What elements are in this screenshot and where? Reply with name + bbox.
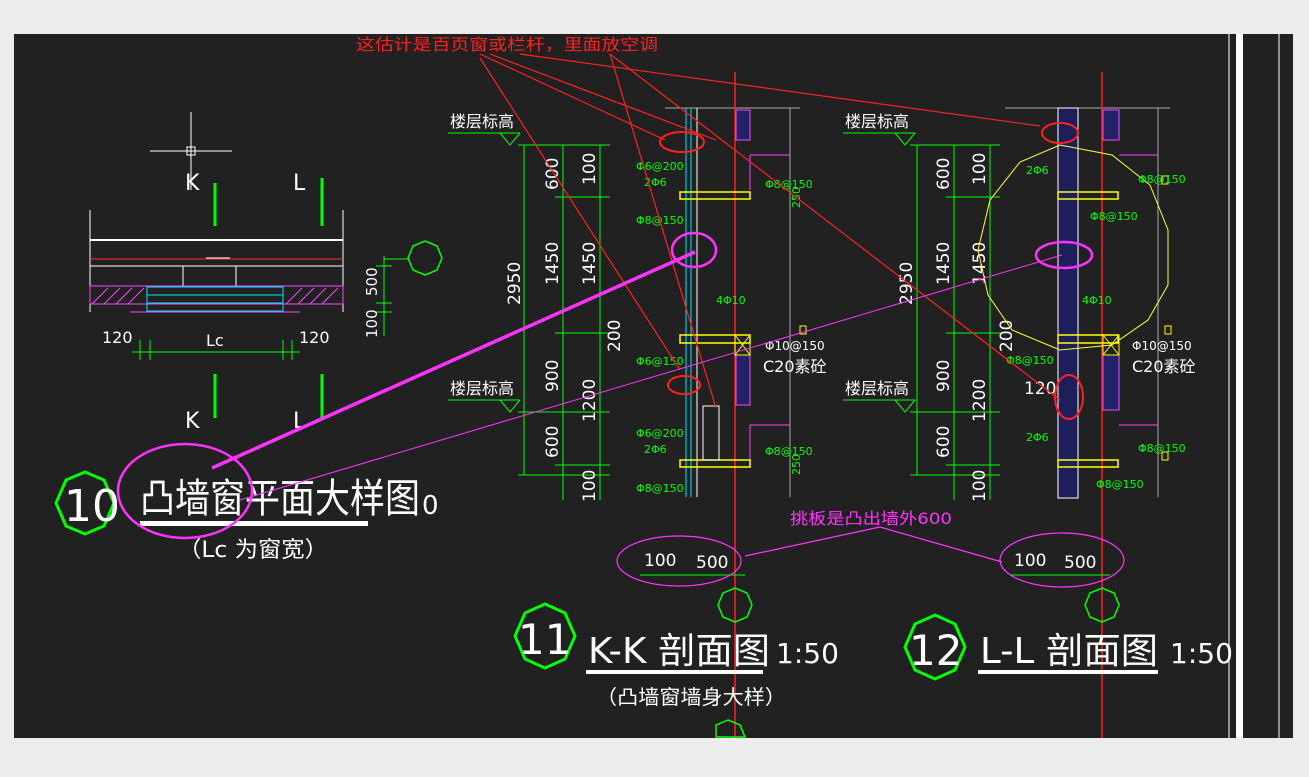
- detail-11-subtitle: （凸墙窗墙身大样）: [596, 685, 786, 709]
- kk-rebar-bot-1: Φ6@200: [636, 427, 684, 440]
- detail-10-plan: K L K L: [54, 112, 443, 563]
- kk-dim-inner-5: 100: [580, 470, 600, 502]
- kk-dim-inner-4: 1200: [580, 379, 600, 422]
- markup-ellipse-ll-bottom: [999, 532, 1125, 588]
- ll-floor-level-label-1: 楼层标高: [845, 112, 909, 131]
- kk-bottom-dim-100: 100: [644, 551, 676, 571]
- kk-dim-outer-2: 1450: [543, 242, 563, 285]
- kk-rebar-mid-2: Φ10@150: [765, 339, 825, 353]
- ll-rebar-bot-3: Φ8@150: [1138, 442, 1186, 455]
- cad-drawing-canvas: K L K L: [14, 34, 1293, 740]
- plan-dim-right: 120: [299, 328, 330, 347]
- kk-axis-bubble-icon: [717, 587, 753, 623]
- markup-ellipse-ll-mid: [1034, 240, 1094, 270]
- ll-dim-outer-2: 1450: [934, 242, 954, 285]
- ll-bottom-dim-100: 100: [1014, 551, 1046, 571]
- detail-12-scale: 1:50: [1170, 637, 1233, 670]
- kk-bottom-dim-500: 500: [696, 553, 728, 573]
- kk-dim-inner-2: 1450: [580, 242, 600, 285]
- ll-dim-inner-1: 100: [970, 153, 990, 185]
- axis-k-bottom: K: [185, 409, 200, 434]
- ll-rebar-mid-3: Φ8@150: [1006, 354, 1054, 367]
- crosshair-cursor-icon: [150, 112, 232, 190]
- ll-dim-outer-4: 600: [934, 426, 954, 458]
- detail-12-number: 12: [909, 626, 962, 675]
- red-markup: [479, 53, 1084, 420]
- detail-10-number: 10: [64, 481, 120, 532]
- detail-11-scale: 1:50: [776, 637, 839, 670]
- ll-dim-outer-1: 600: [934, 158, 954, 190]
- ll-dim-inner-2: 1450: [970, 242, 990, 285]
- axis-l-top: L: [293, 171, 306, 196]
- ll-concrete: C20素砼: [1132, 357, 1196, 376]
- kk-concrete: C20素砼: [763, 357, 827, 376]
- detail-11-section: 楼层标高 楼层标高 2950 600 1450 900 600 100 1450…: [448, 72, 839, 740]
- detail-11-title: K-K 剖面图: [588, 631, 770, 672]
- plan-dim-lc: Lc: [206, 331, 224, 350]
- kk-dim-outer-3: 900: [543, 360, 563, 392]
- cad-drawing: K L K L: [54, 34, 1280, 740]
- markup-circle-1: [659, 131, 705, 153]
- markup-circle-4: [1054, 374, 1084, 420]
- ll-axis-bubble-icon: [1084, 587, 1120, 623]
- kk-dim-total: 2950: [505, 262, 525, 305]
- ll-rebar-bot-2: 2Φ6: [1026, 431, 1049, 444]
- top-note: 这估计是百页窗或栏杆，里面放空调: [356, 35, 658, 54]
- plan-dim-100: 100: [363, 309, 381, 338]
- plan-dim-500: 500: [363, 267, 381, 296]
- kk-rebar-top-1: Φ6@200: [636, 160, 684, 173]
- ll-dim-total: 2950: [897, 262, 917, 305]
- ll-bottom-dim-500: 500: [1064, 553, 1096, 573]
- detail-10-subtitle: （Lc 为窗宽）: [178, 538, 328, 563]
- axis-k-top: K: [185, 171, 200, 196]
- detail-10-badge-icon: [54, 470, 116, 536]
- detail-11-badge-icon: [513, 602, 577, 670]
- ll-rebar-top-4: Φ8@150: [1090, 210, 1138, 223]
- detail-11-number: 11: [518, 615, 571, 664]
- ll-dim-120: 120: [1024, 379, 1056, 399]
- kk-rebar-mid-1: 4Φ10: [716, 294, 746, 307]
- kk-dim-250-bot: 250: [790, 454, 803, 475]
- markup-ellipse-kk-bottom: [616, 535, 742, 587]
- kk-rebar-bot-4: Φ8@150: [636, 482, 684, 495]
- overhang-note: 挑板是凸出墙外600: [790, 509, 952, 528]
- markup-circle-3: [667, 375, 701, 395]
- ll-rebar-mid-1: 4Φ10: [1082, 294, 1112, 307]
- kk-axis-bubble-bottom-icon: [715, 719, 747, 738]
- detail-12-title: L-L 剖面图: [980, 631, 1158, 672]
- floor-level-label-2: 楼层标高: [450, 379, 514, 398]
- ll-rebar-top-2: 2Φ6: [1026, 164, 1049, 177]
- markup-circle-2: [1041, 122, 1079, 144]
- kk-dim-outer-1: 600: [543, 158, 563, 190]
- plan-dim-left: 120: [102, 328, 133, 347]
- floor-level-label-1: 楼层标高: [450, 112, 514, 131]
- markup-ellipse-kk-mid: [670, 231, 718, 269]
- ll-dim-outer-3: 900: [934, 360, 954, 392]
- kk-rebar-mid-3: Φ6@150: [636, 355, 684, 368]
- wall-hatch: [91, 287, 339, 305]
- kk-dim-inner-3: 200: [605, 320, 625, 352]
- ll-dim-inner-5: 100: [970, 470, 990, 502]
- ll-dim-inner-4: 1200: [970, 379, 990, 422]
- kk-rebar-bot-2: 2Φ6: [644, 443, 667, 456]
- revision-cloud-icon: [977, 144, 1169, 351]
- kk-dim-outer-4: 600: [543, 426, 563, 458]
- detail-12-section: 楼层标高 楼层标高 2950 600 1450 900 600 100 1450…: [843, 72, 1233, 740]
- ll-rebar-bot-4: Φ8@150: [1096, 478, 1144, 491]
- detail-10-title-suffix: 0: [422, 491, 439, 521]
- viewport-border: [1228, 34, 1280, 738]
- ll-rebar-top-3: Φ8@150: [1138, 173, 1186, 186]
- ll-dim-inner-3: 200: [997, 320, 1017, 352]
- ll-floor-level-label-2: 楼层标高: [845, 379, 909, 398]
- magenta-markup: [116, 231, 1125, 588]
- markup-ellipse-title: [116, 442, 254, 540]
- kk-rebar-bot-3: Φ8@150: [765, 445, 813, 458]
- ll-rebar-mid-2: Φ10@150: [1132, 339, 1192, 353]
- kk-rebar-top-3: Φ8@150: [765, 178, 813, 191]
- axis-bubble-icon: [407, 240, 443, 276]
- kk-dim-inner-1: 100: [580, 153, 600, 185]
- detail-10-title: 凸墙窗平面大样图: [140, 476, 420, 522]
- detail-12-badge-icon: [903, 613, 967, 681]
